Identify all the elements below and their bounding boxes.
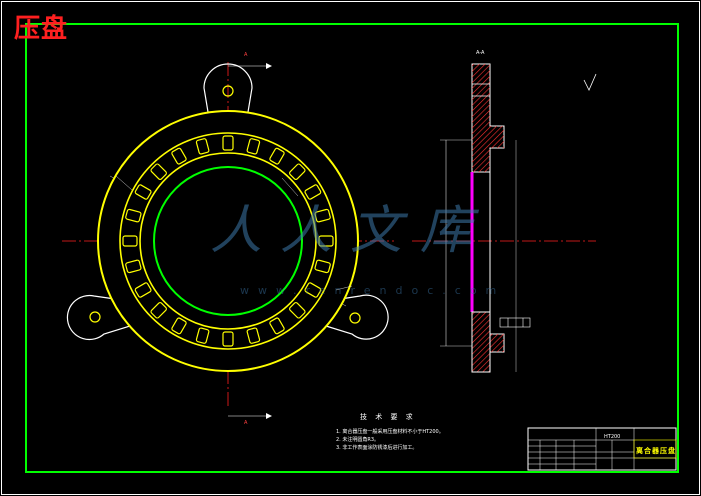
section-view-label: A-A: [476, 50, 485, 56]
cooling-slot: [269, 317, 285, 335]
section-view: [412, 63, 597, 373]
cooling-slot: [150, 302, 167, 319]
cooling-slot: [125, 259, 142, 274]
lug-left-hole: [89, 311, 101, 323]
cooling-slot: [318, 235, 334, 247]
cooling-slot: [150, 163, 167, 180]
ring-inner: [139, 152, 317, 330]
tolerance-frame: [499, 317, 531, 328]
lug-right: [325, 294, 389, 340]
cooling-slot: [269, 147, 285, 165]
bore-circle: [153, 166, 303, 316]
lug-left: [66, 294, 131, 341]
cooling-slot: [122, 235, 138, 247]
title-block-code: HT200: [604, 434, 621, 440]
title-block: [527, 427, 677, 471]
outer-rim: [97, 110, 359, 372]
cooling-slot: [134, 282, 152, 298]
roughness-symbol: [583, 73, 597, 91]
cooling-slot: [304, 282, 322, 298]
lug-right-hole: [349, 312, 361, 324]
tech-note: 1. 离合器压盘一般采用压盘材料不小于HT200。: [336, 429, 444, 435]
cooling-slot: [289, 163, 306, 180]
tech-note: 2. 未注明圆角R3。: [336, 437, 380, 443]
tech-requirements-notes: 1. 离合器压盘一般采用压盘材料不小于HT200。 2. 未注明圆角R3。 3.…: [336, 428, 444, 452]
cooling-slot: [171, 147, 187, 165]
front-view: [62, 62, 394, 419]
cooling-slot: [195, 327, 210, 344]
cooling-slot: [246, 138, 261, 155]
cooling-slot: [289, 302, 306, 319]
watermark-text: 人人文库: [210, 201, 491, 261]
drawing-title: 压盘: [14, 14, 69, 44]
cooling-slot: [222, 331, 234, 347]
cooling-slot: [134, 184, 152, 200]
section-mark-top: A: [244, 52, 248, 58]
drawing-frame: [25, 23, 679, 473]
cooling-slot: [125, 208, 142, 223]
lug-top-hole: [222, 85, 234, 97]
cooling-slot: [171, 317, 187, 335]
section-mark-bottom: A: [244, 420, 248, 426]
watermark-url: www.renrendoc.com: [240, 284, 506, 297]
tech-requirements-title: 技 术 要 求: [360, 413, 416, 421]
cooling-slot: [222, 135, 234, 151]
cooling-slot: [304, 184, 322, 200]
title-block-part-name: 离合器压盘: [636, 447, 676, 455]
cooling-slot: [314, 259, 331, 274]
lug-top: [203, 63, 253, 113]
tech-note: 3. 非工作表面涂防锈漆后进行加工。: [336, 445, 418, 451]
ring-outer: [119, 132, 337, 350]
cooling-slots: [122, 135, 334, 347]
cooling-slot: [246, 327, 261, 344]
cooling-slot: [314, 208, 331, 223]
cooling-slot: [195, 138, 210, 155]
